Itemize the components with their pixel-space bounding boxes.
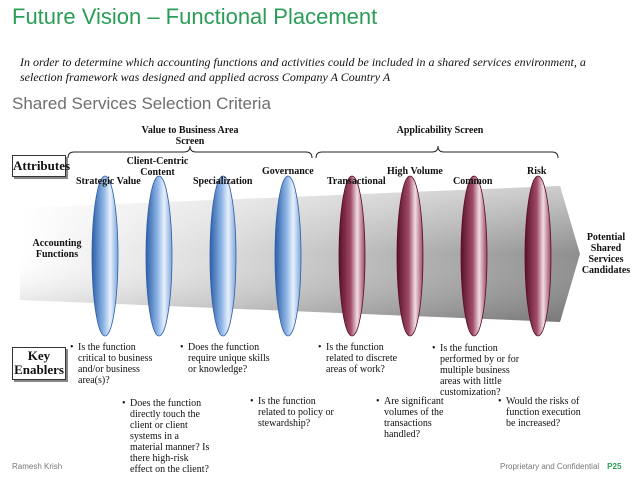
enabler-client-centric: •Does the function directly touch the cl… [122, 398, 210, 475]
criterion-specialization: Specialization [193, 176, 253, 187]
section-title: Shared Services Selection Criteria [12, 94, 271, 113]
footer-confidential: Proprietary and Confidential [500, 462, 600, 471]
disc-client-centric [145, 175, 173, 337]
disc-governance [274, 175, 302, 337]
criterion-client-centric: Client-Centric Content [126, 156, 189, 178]
criterion-risk: Risk [527, 166, 547, 177]
applicability-screen-header: Applicability Screen [396, 125, 484, 136]
enabler-strategic-value: •Is the function critical to business an… [70, 342, 153, 386]
shared-services-candidates-label: Potential Shared Services Candidates [581, 232, 631, 276]
criterion-transactional: Transactional [327, 176, 386, 187]
accounting-functions-label: Accounting Functions [32, 238, 82, 260]
applicability-screen-bracket [315, 145, 559, 159]
page-title: Future Vision – Functional Placement [12, 4, 378, 29]
disc-common [460, 175, 488, 337]
disc-transactional [338, 175, 366, 337]
criterion-high-volume: High Volume [387, 166, 443, 177]
enabler-governance: •Is the function related to policy or st… [250, 396, 334, 429]
attributes-label: Attributes [12, 155, 70, 177]
disc-specialization [209, 175, 237, 337]
enabler-transactional: •Is the function related to discrete are… [318, 342, 398, 375]
disc-strategic-value [91, 175, 119, 337]
page-number: P25 [607, 462, 622, 471]
criterion-strategic-value: Strategic Value [76, 176, 141, 187]
enabler-common: •Is the function performed by or for mul… [432, 343, 520, 398]
criterion-common: Common [453, 176, 493, 187]
enabler-high-volume: •Are significant volumes of the transact… [376, 396, 444, 440]
enabler-risk: •Would the risks of function execution b… [498, 396, 581, 429]
footer-author: Ramesh Krish [12, 462, 63, 471]
value-screen-bracket [67, 145, 313, 159]
page-subtitle: In order to determine which accounting f… [20, 55, 586, 84]
enabler-specialization: •Does the function require unique skills… [180, 342, 270, 375]
criterion-governance: Governance [262, 166, 314, 177]
value-screen-header: Value to Business Area Screen [141, 125, 239, 147]
disc-high-volume [396, 175, 424, 337]
footer-right: Proprietary and Confidential P25 [500, 462, 621, 471]
key-enablers-label: Key Enablers [12, 347, 66, 380]
disc-risk [524, 175, 552, 337]
